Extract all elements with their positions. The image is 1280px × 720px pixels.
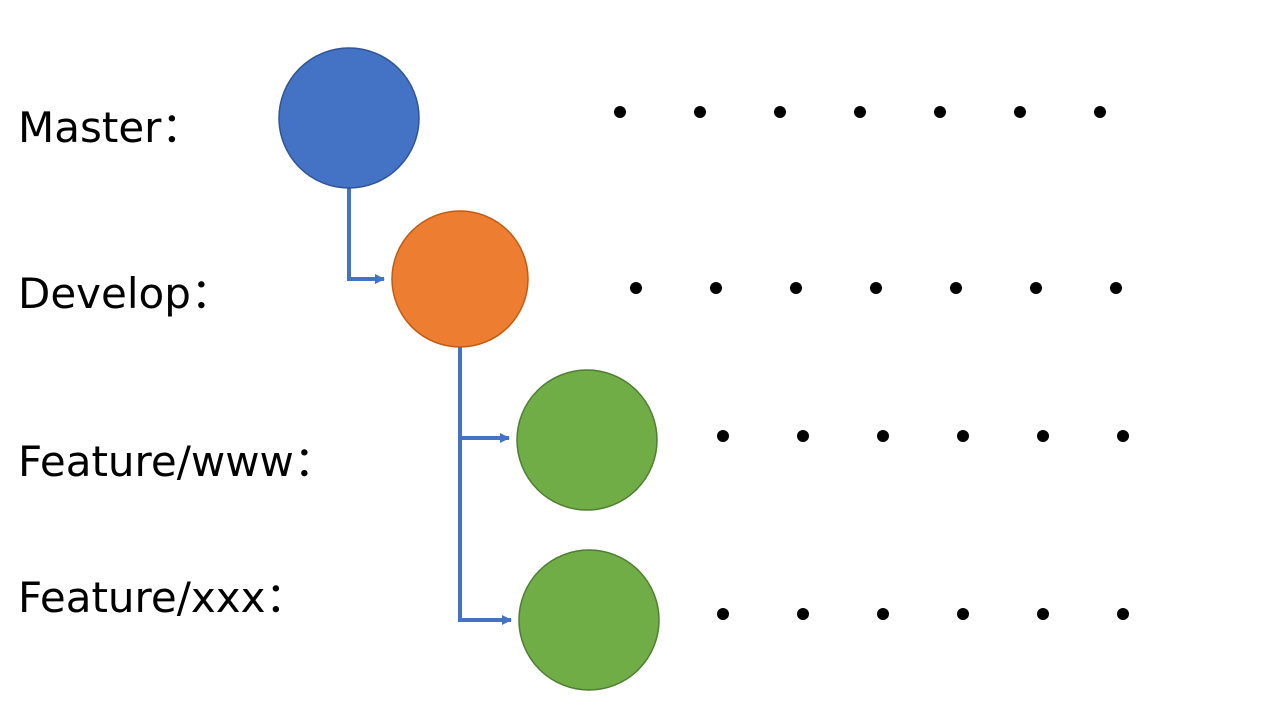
- feature-www-dots: [717, 430, 1129, 442]
- ellipsis-dot: [694, 106, 706, 118]
- ellipsis-dot: [1110, 282, 1122, 294]
- develop-to-feature-xxx-connector: [458, 436, 512, 625]
- ellipsis-dot: [614, 106, 626, 118]
- ellipsis-dot: [957, 608, 969, 620]
- ellipsis-dot: [1117, 430, 1129, 442]
- feature-xxx-node: [518, 549, 660, 691]
- ellipsis-dot: [774, 106, 786, 118]
- ellipsis-dot: [870, 282, 882, 294]
- branch-label-master: Master：: [18, 103, 203, 152]
- branch-row-develop: Develop：: [18, 210, 1122, 348]
- master-node: [278, 47, 420, 189]
- develop-node: [391, 210, 529, 348]
- ellipsis-dot: [717, 608, 729, 620]
- branch-row-feature-www: Feature/www：: [18, 369, 1129, 511]
- ellipsis-dot: [1014, 106, 1026, 118]
- branch-label-feature-xxx: Feature/xxx：: [18, 573, 307, 622]
- ellipsis-dot: [1037, 608, 1049, 620]
- ellipsis-dot: [957, 430, 969, 442]
- ellipsis-dot: [1094, 106, 1106, 118]
- ellipsis-dot: [1030, 282, 1042, 294]
- ellipsis-dot: [717, 430, 729, 442]
- feature-xxx-dots: [717, 608, 1129, 620]
- ellipsis-dot: [710, 282, 722, 294]
- develop-to-feature-www-connector: [458, 347, 510, 443]
- branch-row-feature-xxx: Feature/xxx：: [18, 549, 1129, 691]
- ellipsis-dot: [797, 430, 809, 442]
- ellipsis-dot: [950, 282, 962, 294]
- branch-connectors: [347, 186, 512, 625]
- branch-row-master: Master：: [18, 47, 1106, 189]
- master-dots: [614, 106, 1106, 118]
- ellipsis-dot: [934, 106, 946, 118]
- feature-www-node: [516, 369, 658, 511]
- ellipsis-dot: [877, 430, 889, 442]
- branch-label-feature-www: Feature/www：: [18, 437, 336, 486]
- ellipsis-dot: [797, 608, 809, 620]
- ellipsis-dot: [1117, 608, 1129, 620]
- ellipsis-dot: [1037, 430, 1049, 442]
- ellipsis-dot: [877, 608, 889, 620]
- master-to-develop-connector: [347, 186, 385, 284]
- develop-dots: [630, 282, 1122, 294]
- ellipsis-dot: [790, 282, 802, 294]
- ellipsis-dot: [630, 282, 642, 294]
- branch-label-develop: Develop：: [18, 269, 233, 318]
- ellipsis-dot: [854, 106, 866, 118]
